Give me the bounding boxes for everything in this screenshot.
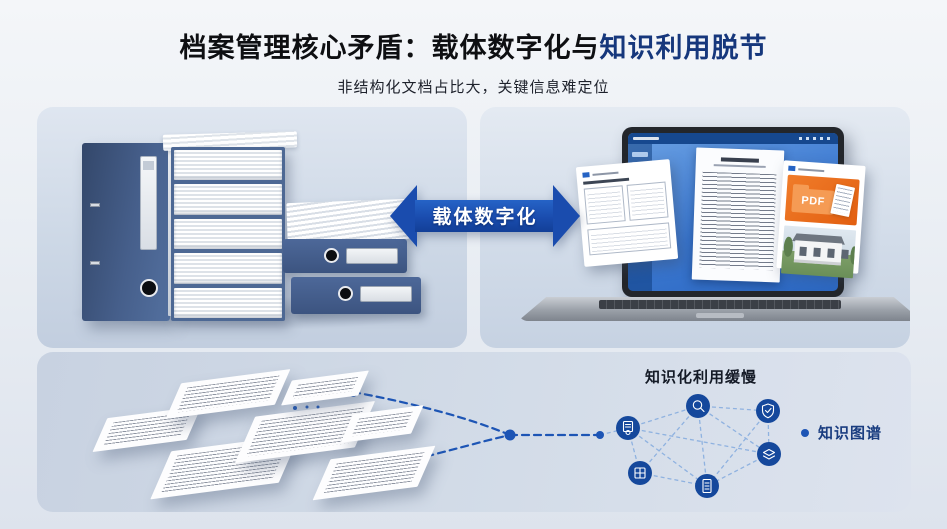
binder-spine-label (360, 286, 412, 302)
pdf-and-photo-card: PDF (776, 160, 866, 279)
arrow-left-head (390, 185, 417, 247)
document-text-lines (699, 171, 777, 271)
form-table-row (583, 181, 669, 225)
binder-clip (90, 261, 100, 265)
graph-node (695, 474, 719, 498)
paper-stack (174, 184, 282, 215)
pdf-label: PDF (800, 194, 826, 209)
paper-stack (174, 150, 282, 181)
binder-spine-label (140, 156, 157, 250)
knowledge-gap-panel: 知识化利用缓慢 知识图谱 (37, 352, 911, 512)
binder-clip (90, 203, 100, 207)
app-topbar (628, 133, 838, 144)
slow-utilization-label: 知识化利用缓慢 (645, 369, 758, 386)
file-icon (702, 478, 712, 494)
graph-node (628, 461, 652, 485)
paper-stack (174, 253, 282, 284)
flat-binder (291, 277, 421, 314)
form-doc-header (582, 166, 664, 178)
search-icon (692, 400, 705, 413)
form-table (583, 185, 626, 225)
document-title-bar (720, 157, 760, 163)
arrow-bar (415, 200, 555, 232)
page-subtitle: 非结构化文档占比大，关键信息难定位 (337, 79, 610, 96)
house-trees (783, 236, 794, 257)
title-blue-part: 知识利用脱节 (599, 33, 768, 63)
knowledge-graph-label: 知识图谱 (801, 422, 882, 443)
certificate-icon (622, 420, 634, 436)
binder-finger-hole (324, 248, 339, 263)
flat-binder (283, 239, 407, 273)
paper-stack (174, 218, 282, 250)
logo-icon (788, 165, 796, 172)
ring-binder (82, 143, 176, 321)
layers-icon (762, 448, 776, 460)
knowledge-graph-svg (173, 382, 781, 498)
page-title: 档案管理核心矛盾：载体数字化与知识利用脱节 (0, 26, 947, 65)
graph-node (686, 394, 710, 418)
paper-stack (174, 287, 282, 319)
arrow-right-head (553, 185, 580, 247)
graph-node (756, 399, 780, 423)
binder-finger-hole (140, 279, 158, 297)
form-table (587, 222, 672, 256)
document-subtitle-bar (713, 164, 766, 168)
form-heading-bar (583, 177, 630, 185)
grid-doc-icon (634, 467, 646, 479)
binder-finger-hole (338, 286, 353, 301)
pdf-folder-icon: PDF (791, 187, 835, 215)
form-table (626, 181, 669, 221)
house-photo (780, 225, 857, 279)
graph-node (757, 442, 781, 466)
laptop-keyboard-base (518, 297, 910, 321)
graph-node (616, 416, 640, 440)
pdf-thumbnail: PDF (784, 174, 860, 226)
house-windows (799, 246, 807, 256)
shield-icon (761, 403, 775, 419)
slide-header: 档案管理核心矛盾：载体数字化与知识利用脱节 非结构化文档占比大，关键信息难定位 (0, 26, 947, 97)
arrow-label: 载体数字化 (432, 207, 538, 228)
bullet-dot (801, 428, 809, 437)
binder-spine-label (346, 248, 398, 264)
logo-icon (582, 172, 590, 178)
digitization-arrow: 载体数字化 (390, 185, 580, 247)
onscreen-document (691, 147, 785, 283)
title-black-part: 档案管理核心矛盾：载体数字化与 (179, 33, 600, 63)
logo-text-line (592, 171, 619, 176)
paper-shelf (171, 147, 285, 321)
pdf-page-icon (830, 183, 856, 218)
scanned-form-document (575, 159, 679, 267)
logo-text-line (798, 167, 825, 172)
card-header (788, 165, 860, 176)
